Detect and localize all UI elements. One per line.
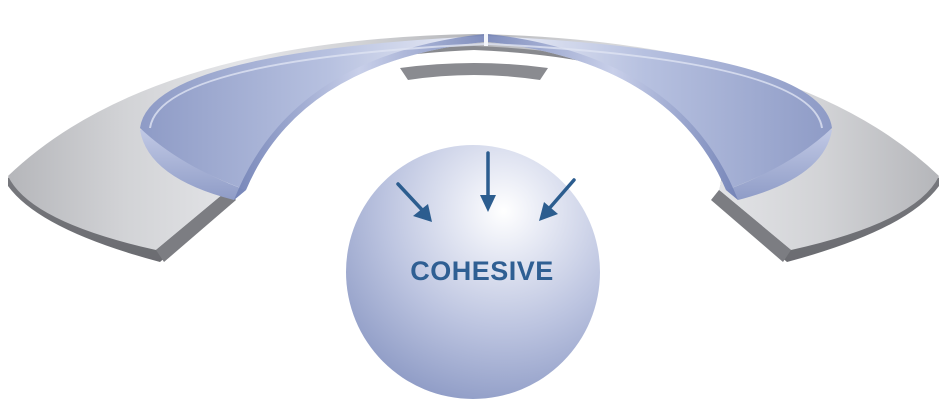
- band-seam: [484, 34, 488, 46]
- inner-band-right: [487, 34, 832, 200]
- outer-ring-left: [8, 34, 474, 262]
- outer-ring-right: [474, 34, 939, 262]
- arrow-down-right: [396, 182, 432, 222]
- ring-shadow: [400, 63, 548, 80]
- sphere-label: COHESIVE: [410, 256, 554, 286]
- arrow-down-left: [539, 178, 576, 221]
- arrows: [396, 151, 576, 222]
- inner-band-left: [140, 34, 485, 200]
- cohesive-sphere: [346, 145, 600, 399]
- arrow-down: [480, 151, 496, 212]
